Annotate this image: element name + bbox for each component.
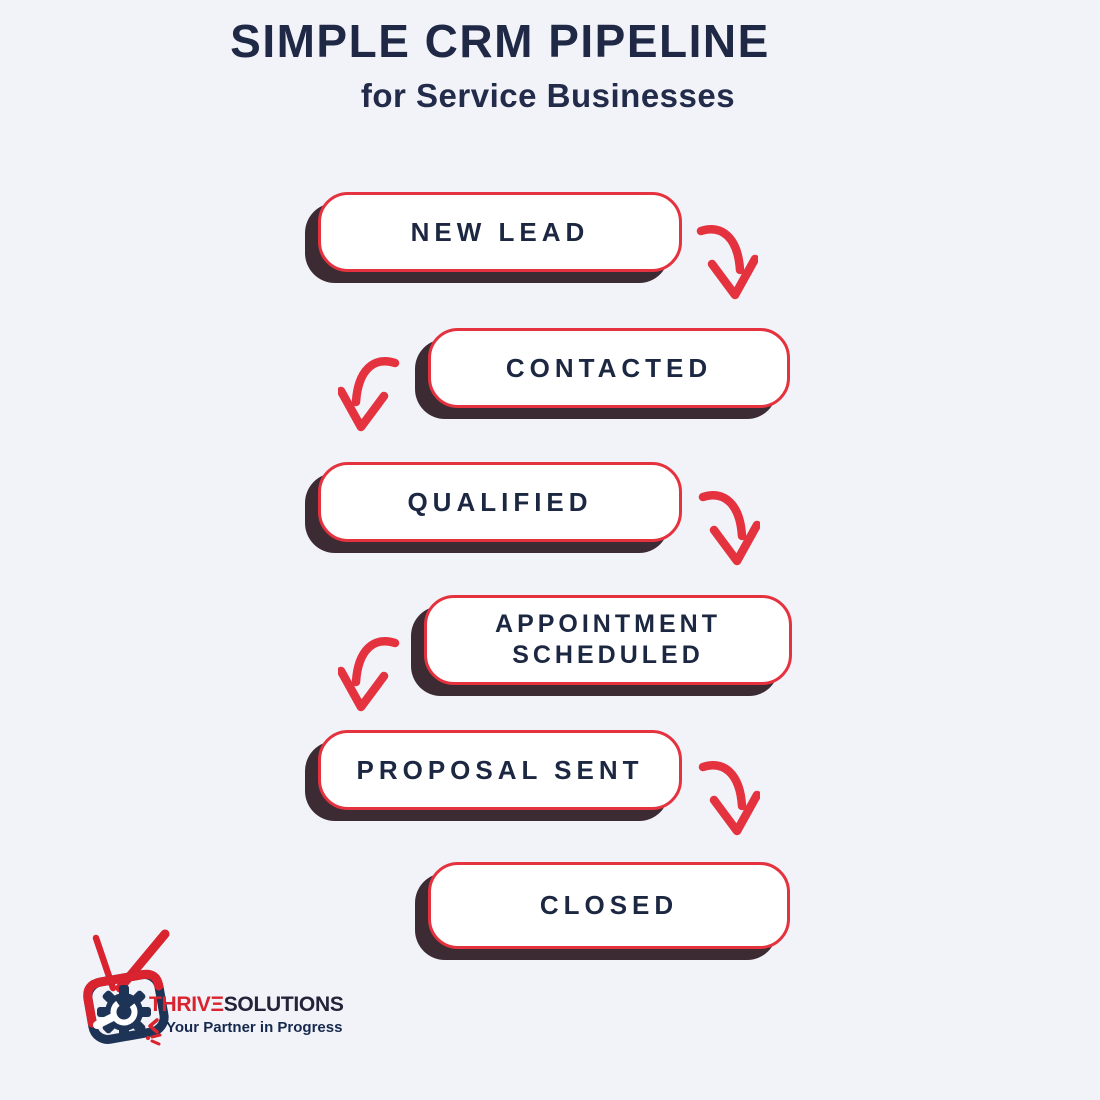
stage-label: CLOSED xyxy=(539,890,679,921)
stage-pill-contacted: CONTACTED xyxy=(428,328,790,408)
curved-arrow-right-icon xyxy=(696,754,760,838)
brand-primary: THRIVΞ xyxy=(149,993,224,1016)
stage-label: PROPOSAL SENT xyxy=(356,754,644,785)
stage-label: NEW LEAD xyxy=(410,216,590,247)
stage-label: APPOINTMENT SCHEDULED xyxy=(495,609,721,669)
brand-wordmark: THRIVΞSOLUTIONS xyxy=(149,993,344,1017)
page-title: SIMPLE CRM PIPELINE xyxy=(230,15,770,67)
stage-pill-appointment-scheduled: APPOINTMENT SCHEDULED xyxy=(424,595,792,685)
curved-arrow-left-icon xyxy=(338,630,402,714)
brand-tagline: Your Partner in Progress xyxy=(166,1019,343,1036)
brand-secondary: SOLUTIONS xyxy=(223,993,344,1016)
curved-arrow-right-icon xyxy=(696,484,760,568)
curved-arrow-left-icon xyxy=(338,350,402,434)
stage-pill-closed: CLOSED xyxy=(428,862,790,949)
page-subtitle: for Service Businesses xyxy=(360,77,736,114)
stage-pill-new-lead: NEW LEAD xyxy=(318,192,682,272)
tv-gear-wrench-logo-icon xyxy=(80,928,190,1060)
stage-pill-qualified: QUALIFIED xyxy=(318,462,682,542)
stage-label: QUALIFIED xyxy=(407,486,593,517)
stage-pill-proposal-sent: PROPOSAL SENT xyxy=(318,730,682,810)
stage-label: CONTACTED xyxy=(505,352,713,383)
header: SIMPLE CRM PIPELINE for Service Business… xyxy=(0,14,1000,115)
curved-arrow-right-icon xyxy=(694,218,758,302)
